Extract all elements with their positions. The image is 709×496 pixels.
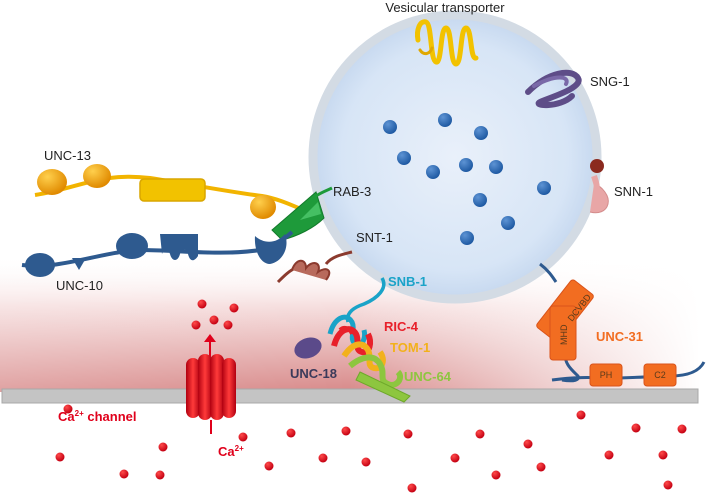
neurotransmitter-group: [383, 113, 551, 245]
unc31-protein: [536, 262, 706, 387]
calcium-ion: [238, 432, 248, 442]
rab3-protein: [271, 186, 333, 241]
unc13-domain: [37, 169, 67, 195]
calcium-ion: [677, 424, 687, 434]
calcium-ion: [155, 470, 165, 480]
snt1-protein: [276, 250, 353, 284]
unc31-c2-domain: [643, 363, 677, 387]
calcium-ion: [576, 410, 586, 420]
label-ca-ion-sup: 2+: [235, 444, 244, 453]
calcium-ion: [361, 457, 371, 467]
neurotransmitter-dot: [537, 181, 551, 195]
unc10-domain: [116, 233, 148, 259]
calcium-ion: [264, 461, 274, 471]
label-ca-channel: Ca2+ channel: [58, 409, 137, 424]
unc18-protein: [294, 337, 322, 359]
label-unc31: UNC-31: [596, 329, 643, 344]
label-c2: C2: [654, 370, 666, 380]
extracellular-calcium: [55, 404, 687, 493]
neurotransmitter-dot: [383, 120, 397, 134]
neurotransmitter-dot: [474, 126, 488, 140]
snare-complex: [327, 314, 411, 403]
label-unc64: UNC-64: [404, 369, 452, 384]
unc13-domain: [83, 164, 111, 188]
label-vesicular-transporter: Vesicular transporter: [385, 0, 505, 15]
calcium-ion: [523, 439, 533, 449]
calcium-ion: [536, 462, 546, 472]
label-ca-channel-sup: 2+: [75, 409, 84, 418]
calcium-ion: [158, 442, 168, 452]
calcium-ion: [55, 452, 65, 462]
calcium-ion: [403, 429, 413, 439]
intracellular-calcium: [191, 299, 239, 330]
label-unc18: UNC-18: [290, 366, 337, 381]
neurotransmitter-dot: [426, 165, 440, 179]
label-tom1: TOM-1: [390, 340, 430, 355]
calcium-ion: [197, 299, 207, 309]
label-ca-ion-base: Ca: [218, 444, 235, 459]
neurotransmitter-dot: [438, 113, 452, 127]
channel-subunit: [222, 358, 236, 418]
unc31-mhd-domain: [549, 305, 577, 361]
calcium-ion: [209, 315, 219, 325]
synaptic-vesicle: [308, 10, 602, 304]
neurotransmitter-dot: [473, 193, 487, 207]
calcium-ion: [475, 429, 485, 439]
label-ca-ion: Ca2+: [218, 444, 244, 459]
label-unc10: UNC-10: [56, 278, 103, 293]
label-mhd: MHD: [559, 324, 569, 345]
unc64-anchor: [355, 371, 411, 403]
channel-subunit: [198, 354, 212, 420]
channel-subunit: [186, 358, 200, 418]
calcium-ion: [119, 469, 129, 479]
label-ph: PH: [600, 370, 613, 380]
calcium-ion: [663, 480, 673, 490]
channel-subunit: [210, 354, 224, 420]
snn1-protein: [589, 159, 609, 214]
calcium-ion: [223, 320, 233, 330]
calcium-ion: [631, 423, 641, 433]
label-sng1: SNG-1: [590, 74, 630, 89]
plasma-membrane: [1, 388, 699, 404]
label-rab3: RAB-3: [333, 184, 371, 199]
label-unc13: UNC-13: [44, 148, 91, 163]
neurotransmitter-dot: [397, 151, 411, 165]
calcium-ion: [286, 428, 296, 438]
label-ric4: RIC-4: [384, 319, 419, 334]
label-snb1: SNB-1: [388, 274, 427, 289]
snn1-anchor: [590, 159, 604, 173]
neurotransmitter-dot: [459, 158, 473, 172]
vesicular-transporter-protein: [415, 19, 479, 67]
neurotransmitter-dot: [489, 160, 503, 174]
unc10-domain: [72, 258, 86, 270]
calcium-ion: [658, 450, 668, 460]
label-ca-channel-prefix: Ca: [58, 409, 75, 424]
unc13-domain: [250, 195, 276, 219]
calcium-ion: [229, 303, 239, 313]
unc13-mun-domain: [139, 178, 206, 202]
unc10-domain: [25, 253, 55, 277]
calcium-ion: [341, 426, 351, 436]
sng1-protein: [525, 69, 582, 109]
calcium-ion: [407, 483, 417, 493]
snb1-helix: [327, 314, 367, 348]
calcium-ion: [318, 453, 328, 463]
label-snt1: SNT-1: [356, 230, 393, 245]
label-ca-channel-suffix: channel: [84, 409, 137, 424]
calcium-ion: [450, 453, 460, 463]
unc64-helix: [348, 354, 404, 388]
calcium-ion: [604, 450, 614, 460]
calcium-channel: [186, 334, 236, 434]
neurotransmitter-dot: [460, 231, 474, 245]
label-snn1: SNN-1: [614, 184, 653, 199]
unc31-ph-domain: [589, 363, 623, 387]
unc10-domain: [254, 234, 287, 264]
calcium-ion: [191, 320, 201, 330]
calcium-ion: [491, 470, 501, 480]
calcium-ion: [63, 404, 73, 414]
unc10-domain: [160, 234, 198, 261]
neurotransmitter-dot: [501, 216, 515, 230]
